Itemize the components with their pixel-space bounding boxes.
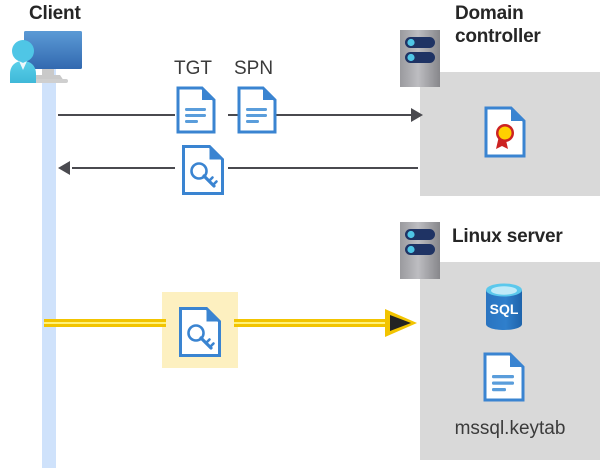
arrowhead-to-linux-server: [384, 306, 418, 340]
client-lifeline: [42, 62, 56, 468]
sql-label: SQL: [490, 301, 519, 317]
arrowhead-to-client: [58, 161, 70, 175]
spn-label: SPN: [234, 58, 274, 79]
server-rack-icon: [400, 30, 440, 87]
document-key-icon: [181, 144, 225, 196]
flow-line-response-left: [72, 167, 175, 169]
document-icon: [237, 86, 277, 134]
linux-server-title: Linux server: [452, 226, 563, 247]
flow-line-response-right: [228, 167, 418, 169]
client-title: Client: [29, 3, 81, 24]
flow-line-auth-left-inner: [44, 322, 166, 324]
tgt-label: TGT: [174, 58, 212, 79]
sql-database-icon: SQL: [482, 281, 526, 333]
domain-controller-title: Domain controller: [455, 3, 541, 47]
document-icon: [483, 352, 525, 402]
client-pc-user-icon: [8, 28, 88, 90]
server-rack-icon: [400, 222, 440, 279]
arrowhead-to-domain-controller: [411, 108, 423, 122]
document-icon: [176, 86, 216, 134]
flow-line-auth-right-inner: [234, 322, 392, 324]
flow-line-request-right: [228, 114, 413, 116]
keytab-filename-label: mssql.keytab: [454, 418, 566, 439]
document-key-icon: [178, 306, 222, 358]
flow-line-request-left: [58, 114, 175, 116]
certificate-document-icon: [484, 106, 526, 158]
